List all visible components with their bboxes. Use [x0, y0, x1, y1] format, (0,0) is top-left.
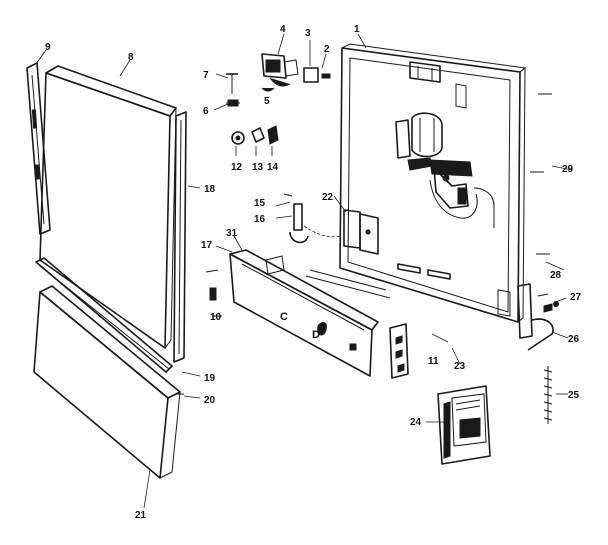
callout-14: 14	[267, 162, 279, 173]
callout-3: 3	[305, 28, 311, 39]
callout-9: 9	[45, 42, 51, 53]
callout-6: 6	[203, 106, 209, 117]
callout-8: 8	[128, 52, 134, 63]
bottom-kick-panel	[33, 285, 181, 479]
outer-door-panel	[39, 65, 177, 349]
hinge-arm	[517, 283, 559, 351]
callout-5: 5	[264, 96, 270, 107]
callout-1: 1	[354, 24, 360, 35]
bracket-23	[389, 323, 409, 379]
control-board	[437, 385, 491, 465]
callout-10: 10	[210, 312, 222, 323]
callout-22: 22	[322, 192, 334, 203]
callout-13: 13	[252, 162, 264, 173]
callout-12: 12	[231, 162, 243, 173]
callout-19: 19	[204, 373, 216, 384]
callout-labels: 1 2 3 4 5 6 7 8 9 10 11 12 13 14 15 16 1…	[45, 24, 582, 521]
direction-arrows	[176, 93, 552, 395]
lower-trim-strip	[35, 257, 173, 373]
leader-lines	[35, 33, 573, 509]
callout-11: 11	[428, 356, 439, 367]
panel-letters: C D	[280, 311, 320, 341]
callout-16: 16	[254, 214, 266, 225]
callout-17: 17	[201, 240, 213, 251]
side-trim-strip	[26, 62, 51, 235]
callout-27: 27	[570, 292, 582, 303]
callout-20-lower: 20	[204, 395, 216, 406]
inner-door-liner	[339, 43, 527, 323]
callout-24: 24	[410, 417, 422, 428]
callout-15: 15	[254, 198, 266, 209]
callout-26: 26	[568, 334, 580, 345]
callout-31: 31	[226, 228, 238, 239]
callout-25: 25	[568, 390, 580, 401]
callout-7: 7	[203, 70, 209, 81]
screw-10	[205, 269, 219, 301]
latch-assembly	[261, 53, 331, 87]
inner-access-panel	[229, 249, 391, 377]
hinge-pin	[283, 193, 341, 244]
letter-d: D	[312, 329, 320, 341]
door-spring	[543, 366, 553, 424]
small-hardware-12-14	[231, 125, 279, 145]
callout-2: 2	[324, 44, 330, 55]
vertical-side-strip	[173, 111, 187, 363]
letter-c: C	[280, 311, 288, 323]
callout-21: 21	[135, 510, 147, 521]
callout-18: 18	[204, 184, 216, 195]
callout-28: 28	[550, 270, 562, 281]
callout-29: 29	[562, 164, 574, 175]
callout-4: 4	[280, 24, 286, 35]
callout-23: 23	[454, 361, 466, 372]
